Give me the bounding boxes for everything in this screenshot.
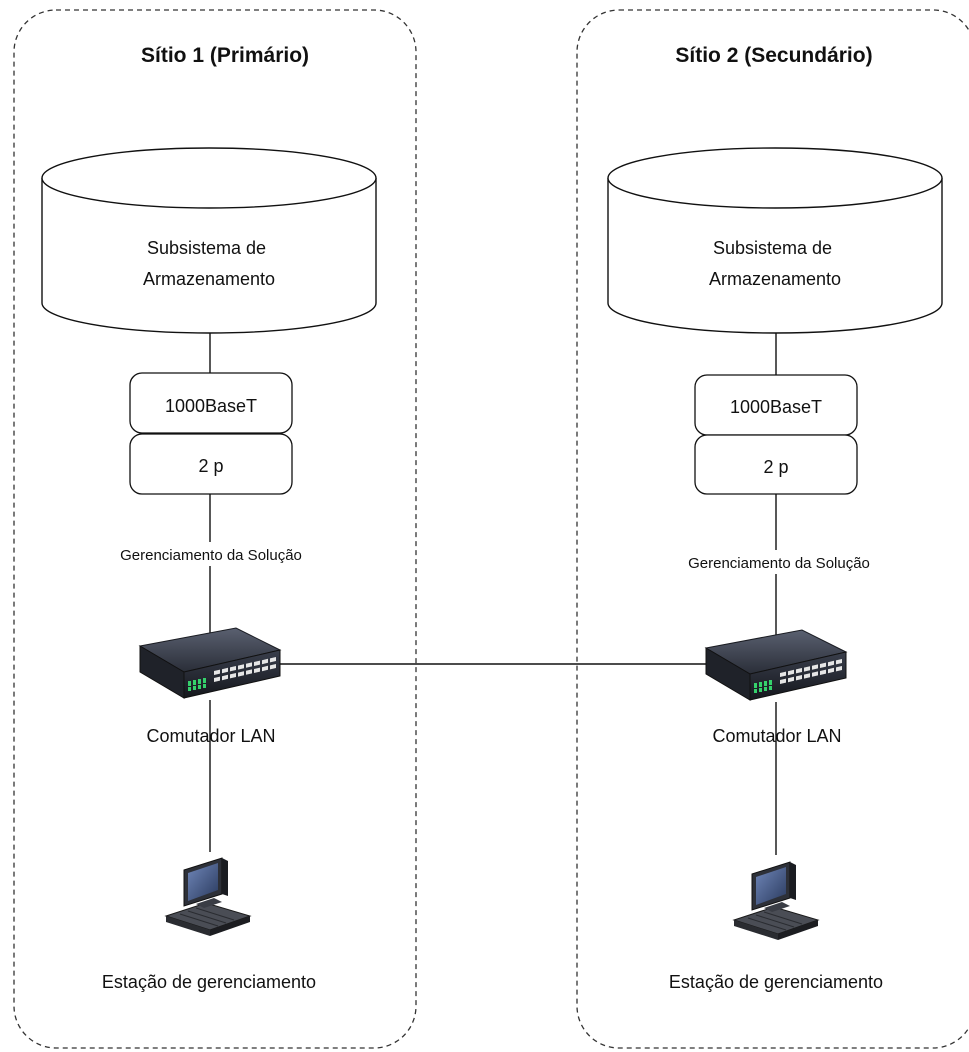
site-1-storage-label: Subsistema de Armazenamento (143, 238, 275, 289)
site-2-workstation-icon (733, 861, 819, 941)
site-2-switch-icon (705, 629, 847, 701)
site-2-title: Sítio 2 (Secundário) (675, 44, 872, 67)
site-1-port-count-box (129, 433, 293, 495)
site-1-link-label: Gerenciamento da Solução (120, 547, 302, 564)
site-2-port-type-label: 1000BaseT (730, 397, 822, 417)
site-1-port-type-label: 1000BaseT (165, 396, 257, 416)
site-1-workstation-icon (165, 857, 251, 937)
site-2-link-label: Gerenciamento da Solução (688, 555, 870, 572)
site-2-port-count-label: 2 p (763, 457, 788, 477)
site-2-workstation-label: Estação de gerenciamento (669, 972, 883, 992)
site-1-title: Sítio 1 (Primário) (141, 44, 309, 67)
site-1-switch-icon (139, 627, 281, 699)
site-2-switch-label: Comutador LAN (712, 726, 841, 746)
site-1-storage-cylinder (41, 147, 377, 334)
site-1-port-count-label: 2 p (198, 456, 223, 476)
site-2-port-count-box (694, 434, 858, 495)
site-1-port-type-box (129, 372, 293, 434)
site-1-switch-label: Comutador LAN (146, 726, 275, 746)
site-2-storage-cylinder (607, 147, 943, 334)
site-2-storage-label: Subsistema de Armazenamento (709, 238, 841, 289)
site-2-container (576, 9, 969, 1049)
site-1-workstation-label: Estação de gerenciamento (102, 972, 316, 992)
